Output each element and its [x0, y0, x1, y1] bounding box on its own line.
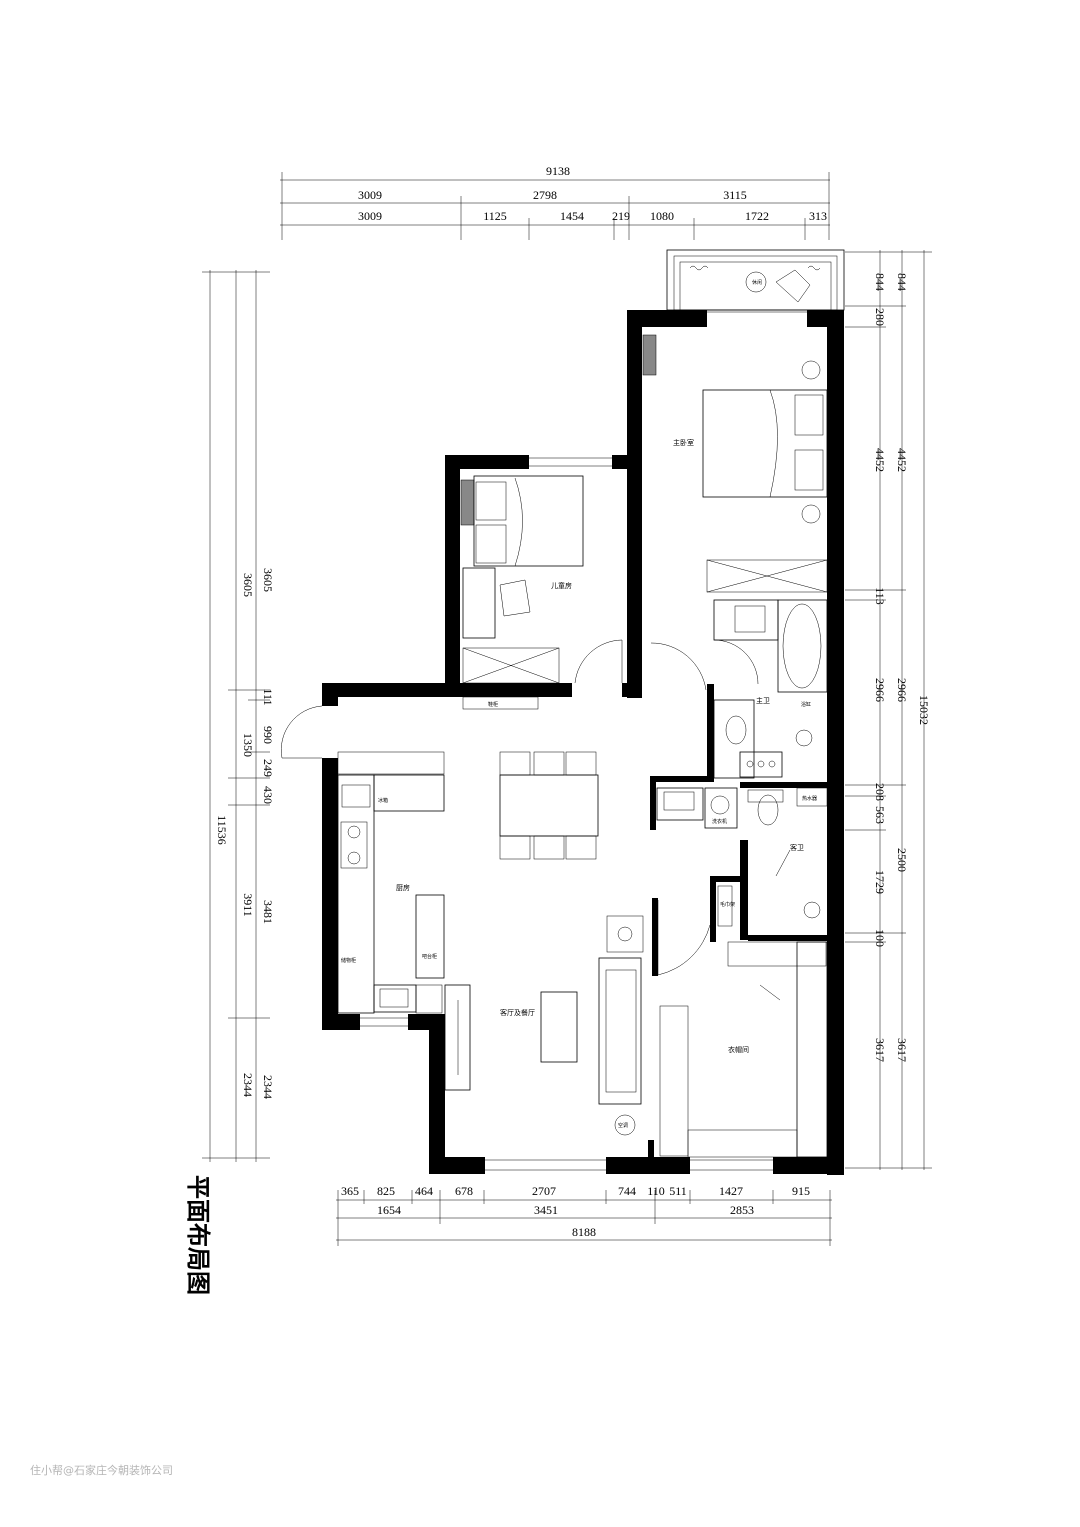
bottom-dimension-texts: 365 825 464 678 2707 744 110 511 1427 91…	[341, 1184, 810, 1239]
dim-top-r1-2: 2798	[533, 188, 557, 202]
top-dimension-lines	[280, 172, 830, 240]
dim-top-r1-1: 3009	[358, 188, 382, 202]
right-dimension-texts: 844 280 4452 113 2966 208 563 1729 100 3…	[873, 273, 931, 1062]
dim-bot-r1-1: 365	[341, 1184, 359, 1198]
dim-top-r2-6: 1722	[745, 209, 769, 223]
dim-top-total: 9138	[546, 164, 570, 178]
dim-left-out-1: 3605	[241, 573, 255, 597]
master-bedroom	[642, 334, 828, 593]
dim-top-r2-3: 1454	[560, 209, 584, 223]
room-master-bedroom: 主卧室	[673, 438, 694, 447]
label-ac: 空调	[618, 1122, 628, 1129]
dim-right-in-1: 844	[873, 273, 887, 291]
dim-top-r2-4: 219	[612, 209, 630, 223]
room-master-bath: 主卫	[756, 696, 770, 705]
dim-bot-r2-2: 3451	[534, 1203, 558, 1217]
dim-right-in-6: 208	[873, 783, 887, 801]
dim-bot-r1-2: 825	[377, 1184, 395, 1198]
dim-right-in-4: 113	[873, 587, 887, 605]
label-washer: 洗衣机	[712, 818, 727, 825]
label-bar: 吧台柜	[422, 953, 437, 960]
dim-bot-r1-6: 744	[618, 1184, 636, 1198]
dim-left-in-6: 3481	[261, 900, 275, 924]
dim-top-r1-3: 3115	[723, 188, 747, 202]
dining-table	[499, 751, 599, 860]
dim-top-r2-5: 1080	[650, 209, 674, 223]
dim-top-r2-2: 1125	[483, 209, 507, 223]
label-bath: 浴缸	[801, 701, 811, 708]
dim-left-in-2: 111	[261, 688, 275, 705]
dim-right-in-8: 1729	[873, 870, 887, 894]
room-study: 衣帽间	[728, 1045, 749, 1054]
dim-left-in-7: 2344	[261, 1075, 275, 1099]
label-shoe-cabinet: 鞋柜	[488, 701, 498, 708]
dim-right-in-2: 280	[873, 308, 887, 326]
dim-bot-r2-1: 1654	[377, 1203, 401, 1217]
dim-top-r2-7: 313	[809, 209, 827, 223]
dim-bot-r1-9: 1427	[719, 1184, 743, 1198]
dim-right-in-5: 2966	[873, 678, 887, 702]
label-towel: 毛巾架	[720, 901, 735, 908]
master-bath	[650, 599, 828, 779]
shoe-cabinet	[462, 696, 539, 710]
label-water-heater: 热水器	[802, 795, 817, 802]
label-fridge: 冰箱	[378, 797, 388, 804]
study-room	[659, 941, 828, 1158]
dim-bot-r1-8: 511	[669, 1184, 687, 1198]
dim-left-in-3: 990	[261, 726, 275, 744]
dim-left-out-4: 2344	[241, 1073, 255, 1097]
room-child-bedroom: 儿童房	[551, 581, 572, 590]
dim-left-in-1: 3605	[261, 568, 275, 592]
child-bedroom	[460, 475, 623, 684]
dim-right-out-3: 2966	[895, 678, 909, 702]
dim-right-out-5: 3617	[895, 1038, 909, 1062]
dim-left-out-2: 1350	[241, 733, 255, 757]
room-living-dining: 客厅及餐厅	[500, 1008, 535, 1017]
dim-left-in-5: 430	[261, 786, 275, 804]
dim-bot-r1-4: 678	[455, 1184, 473, 1198]
dim-right-out-2: 4452	[895, 448, 909, 472]
dim-right-out-1: 844	[895, 273, 909, 291]
dim-bot-r1-5: 2707	[532, 1184, 556, 1198]
room-guest-bath: 客卫	[790, 843, 804, 852]
dim-bot-r1-7: 110	[647, 1184, 665, 1198]
dim-bot-r1-3: 464	[415, 1184, 433, 1198]
windows	[360, 311, 807, 1171]
dim-bot-r1-10: 915	[792, 1184, 810, 1198]
dim-right-in-3: 4452	[873, 448, 887, 472]
kitchen	[281, 705, 445, 1014]
left-dimension-lines	[202, 270, 270, 1162]
left-dimension-texts: 3605 1350 3911 2344 3605 111 990 249 430…	[215, 568, 275, 1099]
balcony	[666, 249, 845, 311]
right-dimension-lines	[845, 250, 932, 1170]
watermark-text: 住小帮@石家庄今朝装饰公司	[30, 1463, 173, 1477]
living-room	[444, 900, 711, 1136]
dim-left-out-3: 3911	[241, 893, 255, 917]
bottom-dimension-lines	[336, 1190, 832, 1246]
dim-right-out-4: 2500	[895, 848, 909, 872]
dim-left-total: 11536	[215, 815, 229, 845]
dim-bot-r2-3: 2853	[730, 1203, 754, 1217]
drawing-title: 平面布局图	[184, 1175, 212, 1295]
dim-bot-total: 8188	[572, 1225, 596, 1239]
dim-right-in-9: 100	[873, 929, 887, 947]
dim-right-total: 15032	[917, 695, 931, 725]
walls	[322, 310, 844, 1175]
dim-left-in-4: 249	[261, 759, 275, 777]
guest-bath	[656, 787, 828, 927]
label-storage: 储物柜	[341, 957, 356, 964]
dim-top-r2-1: 3009	[358, 209, 382, 223]
room-kitchen: 厨房	[396, 883, 410, 892]
dim-right-in-10: 3617	[873, 1038, 887, 1062]
title-text: 平面布局图	[184, 1175, 212, 1295]
balcony-chair-label: 休闲	[752, 279, 762, 286]
dim-right-in-7: 563	[873, 806, 887, 824]
